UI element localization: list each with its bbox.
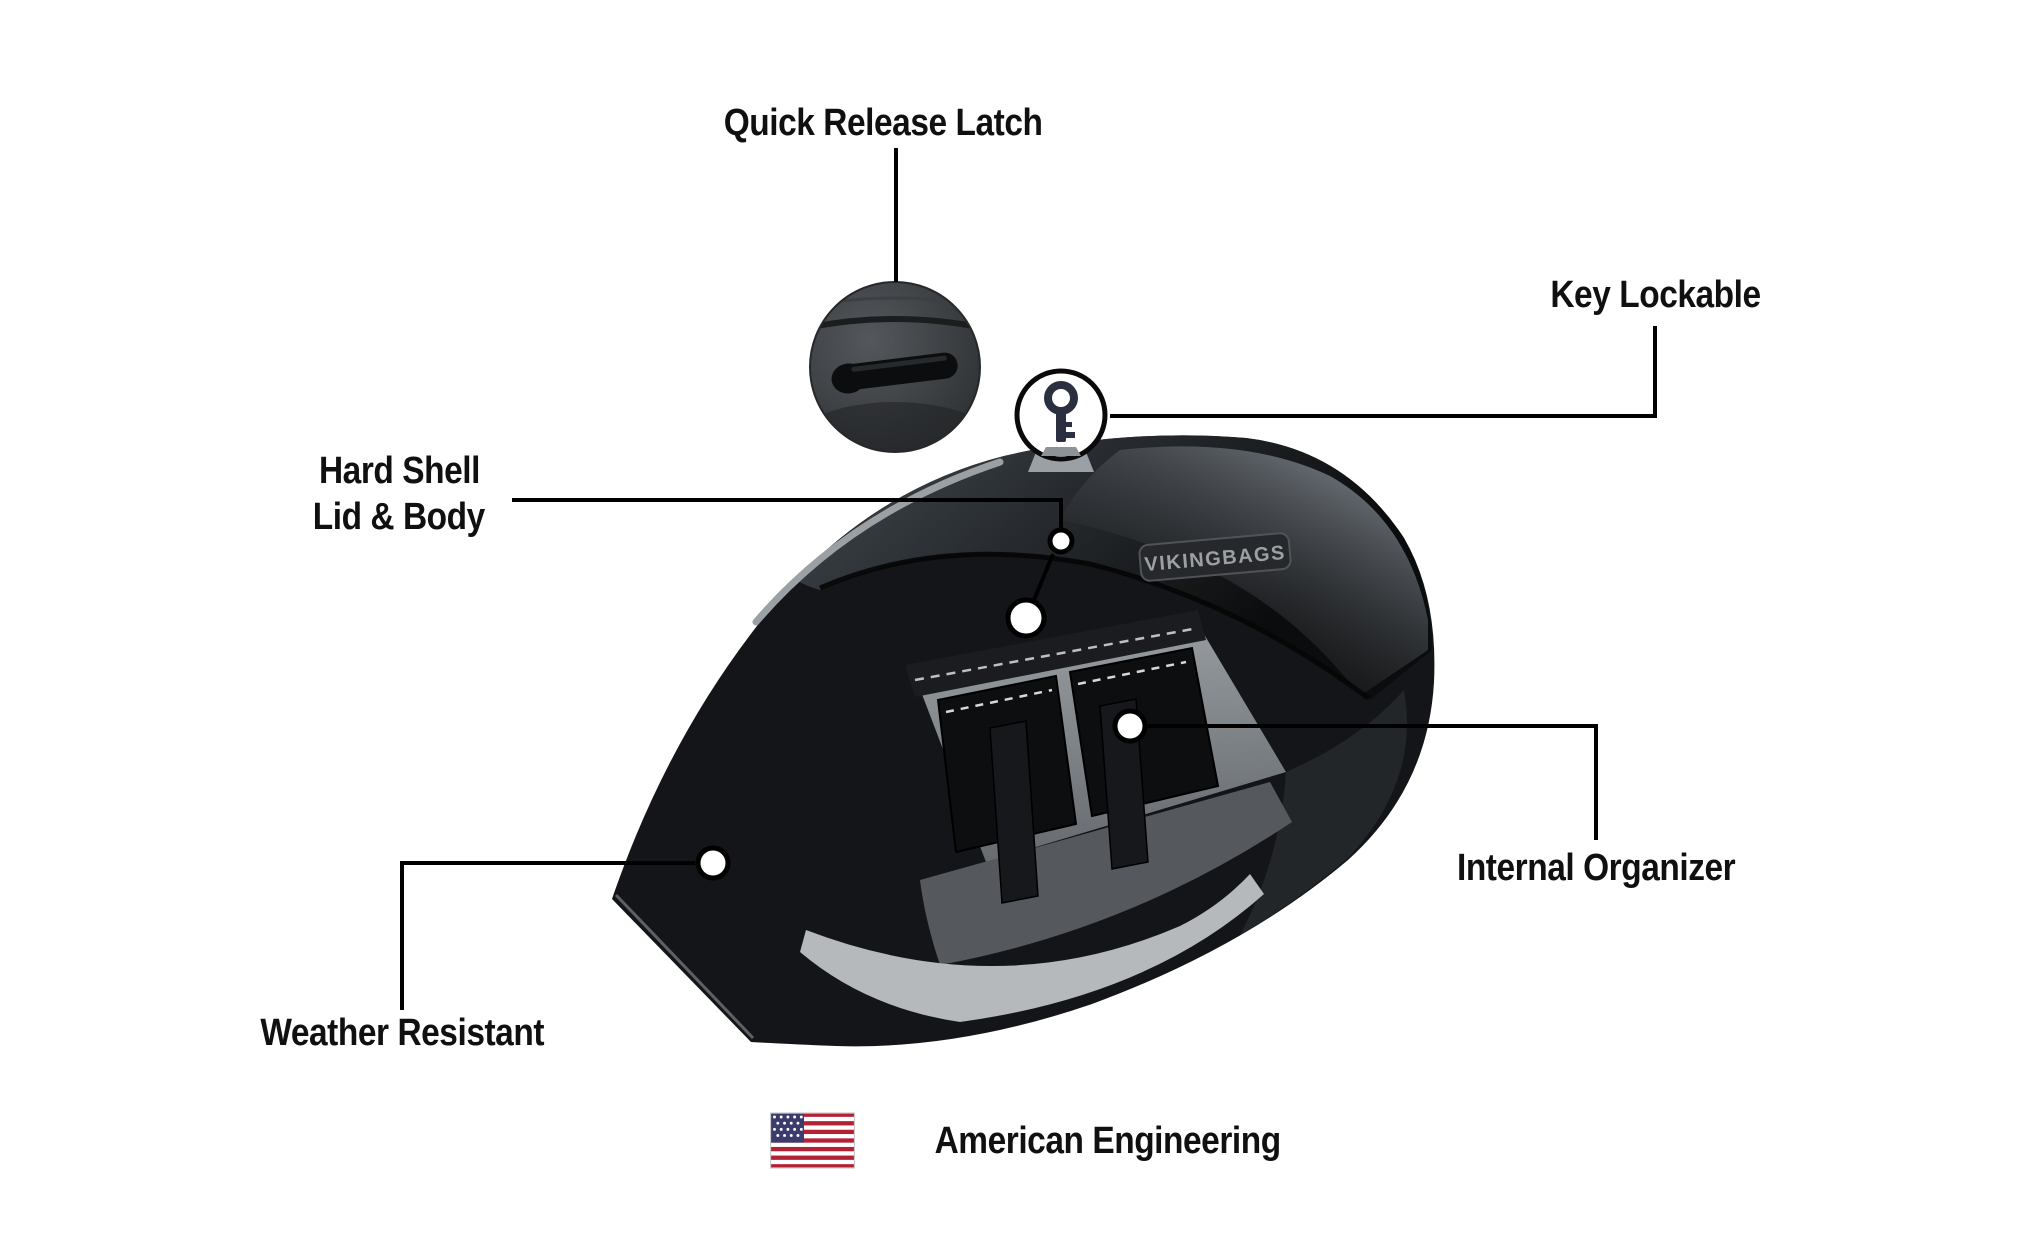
interior-lower-shade bbox=[920, 782, 1292, 965]
connector-key-lockable bbox=[1110, 326, 1657, 418]
organizer-strap-left bbox=[989, 720, 1039, 904]
key-tooth-1 bbox=[1066, 432, 1075, 438]
latch-inset-seam bbox=[810, 316, 980, 331]
internal-organizer-text: Internal Organizer bbox=[1456, 847, 1736, 889]
connector-internal-organizer bbox=[1148, 724, 1598, 840]
callout-label-american-engineering: American Engineering bbox=[911, 1118, 1304, 1164]
callout-label-quick-release-latch: Quick Release Latch bbox=[633, 100, 1133, 146]
anchor-hard-shell-body bbox=[1005, 597, 1047, 639]
flag-stripes bbox=[770, 1112, 855, 1169]
weather-resistant-text: Weather Resistant bbox=[260, 1012, 544, 1054]
flag-stars bbox=[773, 1115, 803, 1137]
callout-label-key-lockable: Key Lockable bbox=[1455, 272, 1855, 318]
latch-inset-lower-shadow bbox=[810, 402, 980, 452]
us-flag-icon bbox=[770, 1112, 855, 1169]
lid-seam-line bbox=[819, 551, 1370, 701]
callout-label-internal-organizer: Internal Organizer bbox=[1396, 845, 1796, 891]
accent-stripe bbox=[752, 458, 1004, 626]
bottom-highlight-band bbox=[800, 874, 1264, 1022]
pocket-stitching-right bbox=[1077, 660, 1187, 686]
quick-release-latch-handle bbox=[831, 352, 958, 394]
lower-edge-highlight bbox=[614, 893, 755, 1040]
quick-release-latch-text: Quick Release Latch bbox=[723, 102, 1043, 144]
anchor-internal-organizer bbox=[1112, 708, 1148, 744]
saddlebag-body: VIKINGBAGS bbox=[612, 435, 1435, 1047]
anchor-weather-resistant bbox=[695, 845, 731, 881]
brand-badge-plate bbox=[1138, 532, 1292, 582]
key-tooth-2 bbox=[1066, 422, 1072, 427]
key-stem bbox=[1056, 408, 1066, 442]
callout-label-weather-resistant: Weather Resistant bbox=[202, 1010, 602, 1056]
hard-shell-text-line1: Hard Shell bbox=[318, 450, 480, 492]
key-lockable-text: Key Lockable bbox=[1549, 274, 1761, 316]
key-lock-callout bbox=[1014, 368, 1108, 472]
american-engineering-text: American Engineering bbox=[934, 1119, 1282, 1162]
organizer-flap bbox=[905, 610, 1206, 697]
pocket-stitching-left bbox=[945, 688, 1053, 714]
american-engineering-row: American Engineering bbox=[770, 1112, 1304, 1169]
flag-border bbox=[770, 1112, 855, 1169]
callout-anchor-points bbox=[695, 527, 1148, 881]
latch-detail-inset-icon bbox=[809, 281, 981, 453]
connector-hard-shell-branch bbox=[1032, 553, 1055, 601]
connector-hard-shell bbox=[512, 498, 1063, 528]
bag-endcap-shade bbox=[1240, 690, 1407, 935]
key-icon bbox=[1041, 381, 1081, 456]
callout-label-hard-shell: Hard Shell Lid & Body bbox=[199, 448, 599, 540]
brand-badge: VIKINGBAGS bbox=[1138, 532, 1292, 582]
key-lock-base-inner bbox=[1041, 447, 1081, 456]
connector-weather-resistant bbox=[400, 861, 695, 1010]
hard-shell-text-line2: Lid & Body bbox=[312, 496, 486, 538]
anchor-hard-shell-lid bbox=[1047, 527, 1075, 555]
latch-lever-highlight bbox=[851, 355, 947, 372]
callout-connectors bbox=[400, 148, 1657, 1010]
